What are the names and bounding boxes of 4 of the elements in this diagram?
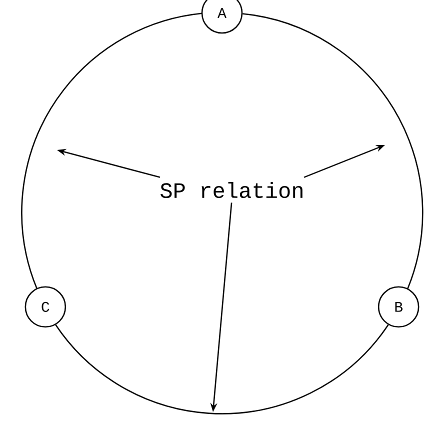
arc-line (55, 324, 389, 414)
arc-line (21, 12, 202, 288)
arc-line (242, 13, 424, 289)
relation-label: SP relation (160, 182, 302, 198)
